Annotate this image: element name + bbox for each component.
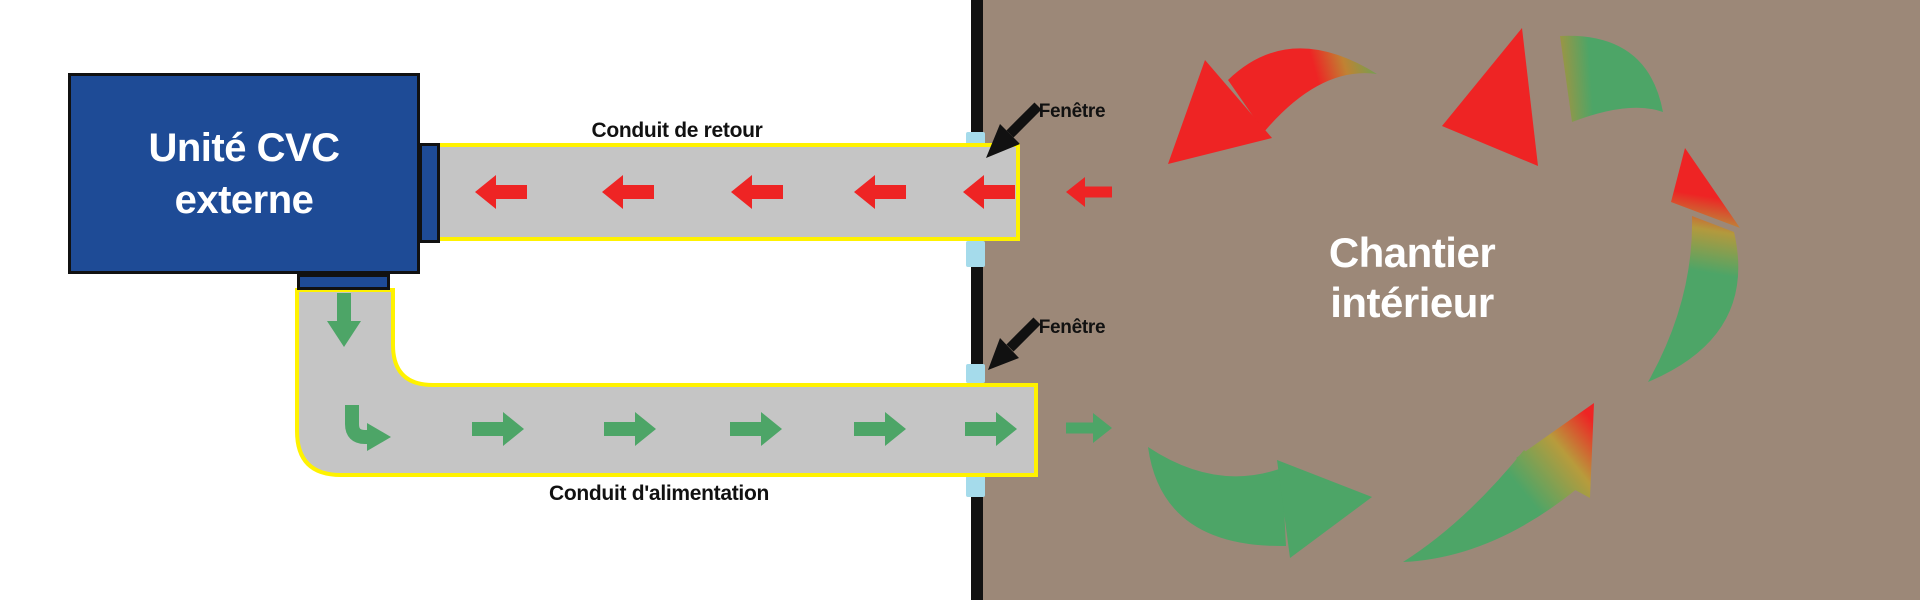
window-label-bottom: Fenêtre [1038, 317, 1106, 338]
circulation-arrow-bottom-left-icon [1148, 447, 1372, 558]
window-pointer-arrow-icon [988, 317, 1041, 370]
window-pointer-arrow-icon [986, 102, 1042, 158]
return-flow-arrow-icon [731, 175, 783, 209]
interior-room-label: Chantier intérieur [1328, 229, 1496, 326]
window-label-top: Fenêtre [1038, 101, 1106, 122]
return-duct-label: Conduit de retour [591, 119, 763, 142]
window-pane-icon [966, 473, 985, 497]
window-panes [966, 132, 985, 497]
return-flow-arrow-icon [854, 175, 906, 209]
supply-duct-label: Conduit d'alimentation [548, 482, 770, 505]
supply-flow-arrow-icon [730, 412, 782, 446]
supply-elbow-arrow-icon [345, 405, 391, 451]
supply-down-arrow-icon [327, 293, 361, 347]
supply-flow-arrow-icon [965, 412, 1017, 446]
supply-flow-arrow-icon [472, 412, 524, 446]
unit-return-connector [419, 143, 440, 243]
circulation-arrow-bottom-middle-icon [1403, 403, 1594, 562]
hvac-unit-label: Unité CVC externe [148, 125, 340, 222]
interior-room [982, 0, 1920, 600]
supply-flow-arrow-icon [1066, 413, 1112, 443]
supply-duct [295, 288, 1038, 477]
return-duct [436, 143, 1020, 241]
duct-flow-arrows [472, 175, 1112, 446]
circulation-arrow-top-left-icon [1168, 48, 1377, 164]
return-flow-arrow-icon [602, 175, 654, 209]
return-flow-arrow-icon [1066, 177, 1112, 207]
return-flow-arrow-icon [963, 175, 1015, 209]
unit-supply-connector [297, 274, 390, 290]
circulation-arrow-right-icon [1648, 148, 1740, 382]
window-pane-icon [966, 241, 985, 267]
supply-flow-arrow-icon [604, 412, 656, 446]
supply-flow-arrow-icon [854, 412, 906, 446]
hvac-unit: Unité CVC externe [68, 73, 420, 274]
window-pane-icon [966, 364, 985, 383]
circulation-arrow-top-right-icon [1442, 28, 1663, 166]
return-flow-arrow-icon [475, 175, 527, 209]
